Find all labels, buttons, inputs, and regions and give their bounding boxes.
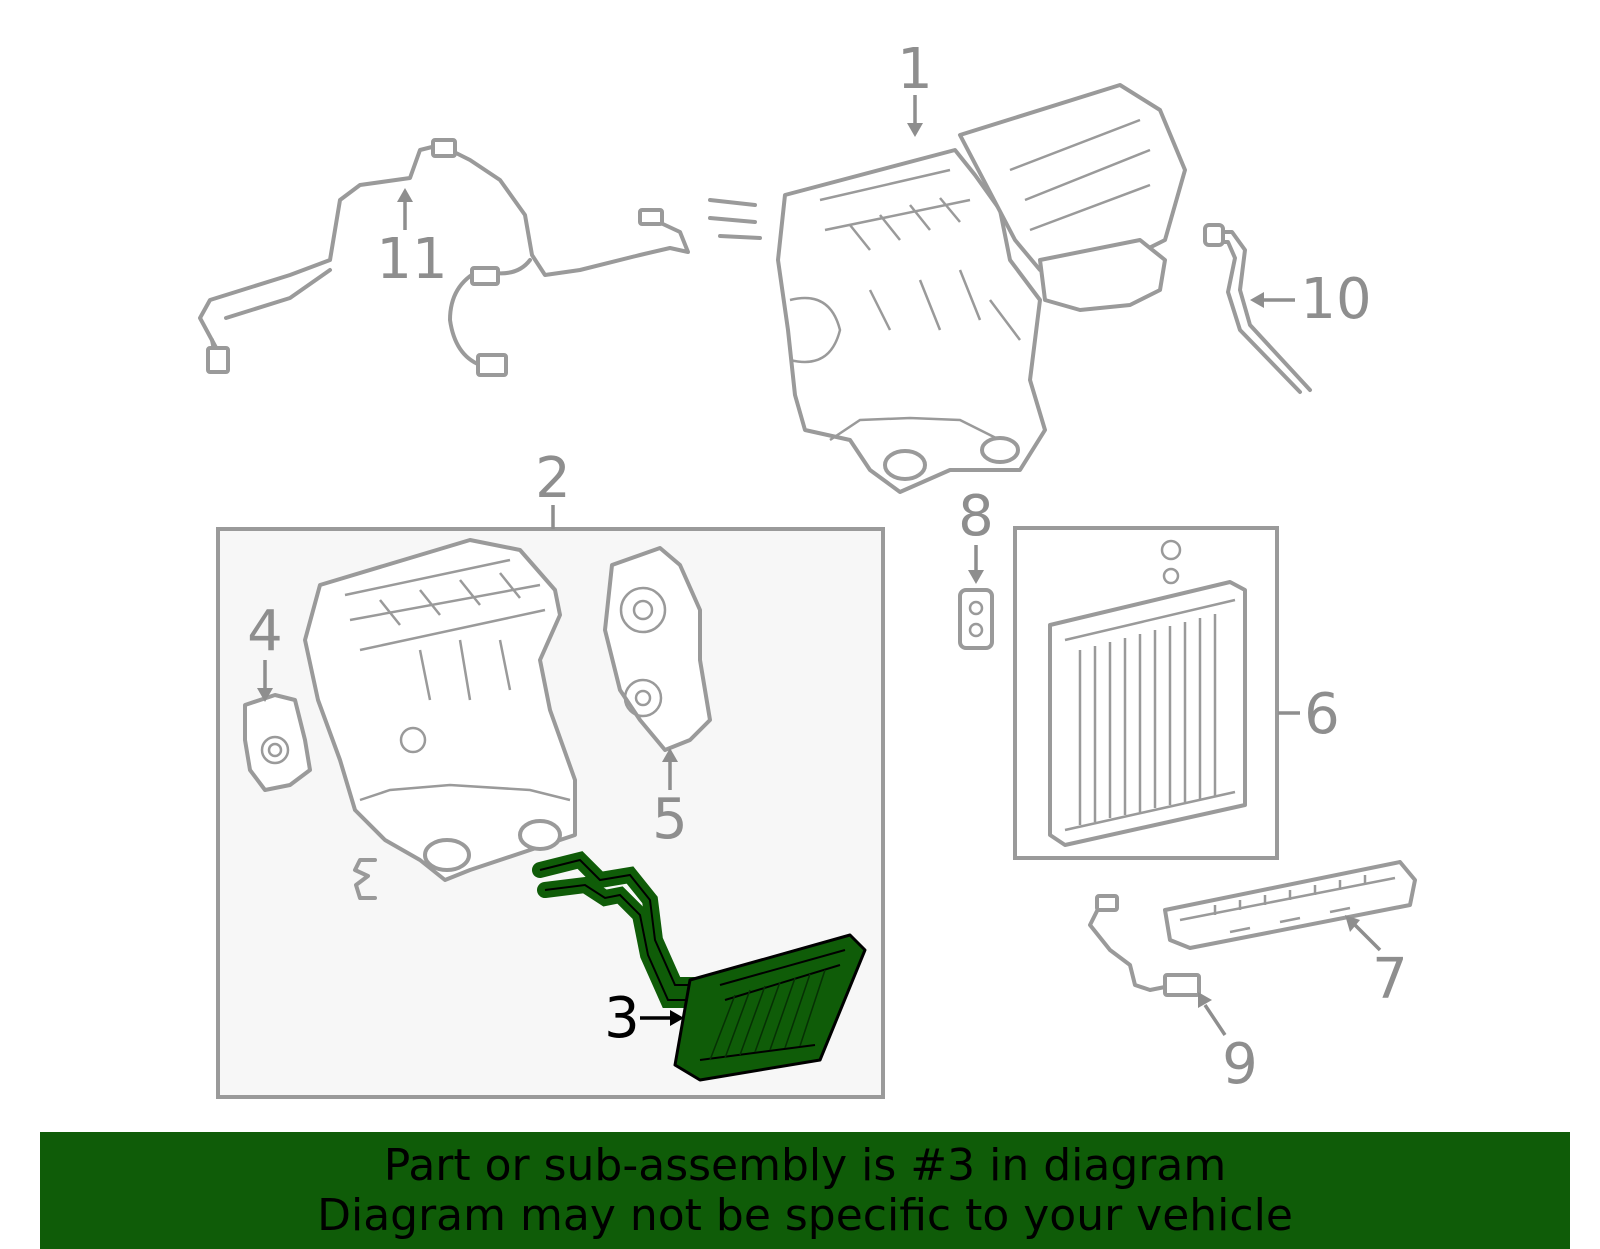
- arrowhead-3: [670, 1010, 684, 1026]
- arrowhead-11: [397, 188, 413, 202]
- part-8-valve[interactable]: [958, 588, 994, 650]
- part-2-sub-housing[interactable]: [303, 538, 577, 900]
- callout-5[interactable]: 5: [652, 787, 688, 852]
- leader-7: [1353, 923, 1382, 952]
- part-9-sensor[interactable]: [1088, 894, 1201, 997]
- arrowhead-8: [968, 570, 984, 584]
- callout-11[interactable]: 11: [376, 227, 447, 292]
- banner-line-disclaimer: Diagram may not be specific to your vehi…: [317, 1189, 1293, 1241]
- callout-6[interactable]: 6: [1304, 682, 1340, 747]
- arrowhead-9: [1198, 992, 1212, 1008]
- part-10-hose[interactable]: [1203, 223, 1312, 394]
- callout-9[interactable]: 9: [1222, 1032, 1258, 1097]
- part-5-actuator[interactable]: [603, 546, 712, 752]
- callout-2[interactable]: 2: [535, 446, 571, 511]
- callout-10[interactable]: 10: [1300, 267, 1371, 332]
- arrowhead-7: [1345, 915, 1360, 932]
- arrowhead-10: [1250, 292, 1264, 308]
- callout-7[interactable]: 7: [1372, 947, 1408, 1012]
- part-7-duct[interactable]: [1163, 860, 1417, 950]
- part-3-heater-core[interactable]: [532, 851, 867, 1082]
- arrowhead-4: [257, 688, 273, 702]
- banner-line-part: Part or sub-assembly is #3 in diagram: [383, 1139, 1227, 1191]
- part-6-evaporator[interactable]: [1048, 539, 1247, 847]
- arrowhead-5: [662, 748, 678, 762]
- info-banner: Part or sub-assembly is #3 in diagram Di…: [40, 1132, 1570, 1249]
- part-1-hvac-housing[interactable]: [708, 83, 1187, 494]
- arrowhead-1: [907, 123, 923, 137]
- callout-3[interactable]: 3: [604, 986, 640, 1051]
- part-4-actuator[interactable]: [243, 693, 312, 792]
- callout-4[interactable]: 4: [247, 599, 283, 664]
- leader-9: [1203, 1004, 1227, 1036]
- callout-1[interactable]: 1: [897, 37, 933, 102]
- callout-8[interactable]: 8: [958, 484, 994, 549]
- part-11-wire-harness[interactable]: [198, 138, 690, 377]
